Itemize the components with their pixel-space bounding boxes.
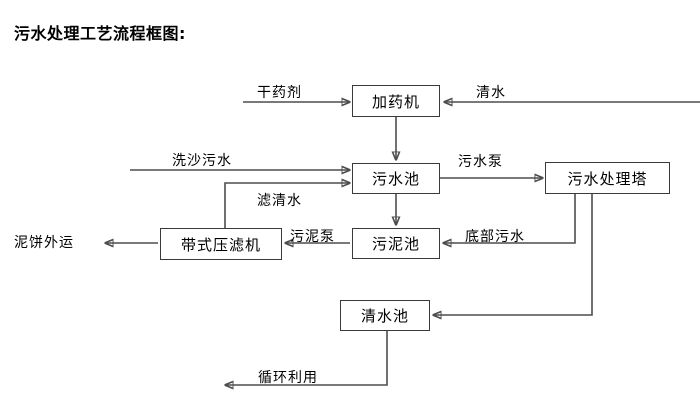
wire-tower-to-clear-water-pool bbox=[433, 194, 593, 315]
page-title: 污水处理工艺流程框图: bbox=[14, 24, 186, 43]
edge-label-sewage-pump: 污水泵 bbox=[458, 154, 503, 170]
edge-label-sludge-pump: 污泥泵 bbox=[290, 229, 335, 245]
node-sludge-pool[interactable]: 污泥池 bbox=[352, 228, 440, 259]
node-sewage-pool[interactable]: 污水池 bbox=[352, 163, 440, 194]
edge-label-sand-wash-sewage: 洗沙污水 bbox=[172, 153, 232, 169]
node-label: 污水池 bbox=[371, 170, 420, 188]
edge-label-clean-water: 清水 bbox=[476, 85, 506, 101]
edge-label-dry-reagent: 干药剂 bbox=[257, 85, 302, 101]
node-dosing-machine[interactable]: 加药机 bbox=[352, 85, 440, 117]
node-belt-filter-press[interactable]: 带式压滤机 bbox=[160, 228, 282, 260]
wire-tower-bottom-sewage-to-sludge-pool bbox=[443, 194, 576, 243]
node-treatment-tower[interactable]: 污水处理塔 bbox=[545, 162, 670, 194]
edge-label-mud-cake-transport: 泥饼外运 bbox=[14, 235, 74, 251]
node-label: 清水池 bbox=[360, 307, 409, 325]
node-label: 带式压滤机 bbox=[180, 235, 261, 254]
node-label: 污水处理塔 bbox=[567, 169, 648, 188]
node-clear-water-pool[interactable]: 清水池 bbox=[340, 300, 430, 331]
wire-filtrate-to-sewage-pool bbox=[224, 183, 350, 228]
edge-label-recycle-use: 循环利用 bbox=[258, 370, 318, 386]
edge-label-bottom-sewage: 底部污水 bbox=[465, 229, 525, 245]
node-label: 加药机 bbox=[371, 92, 420, 111]
node-label: 污泥池 bbox=[371, 235, 420, 253]
edge-label-filtrate-water: 滤清水 bbox=[257, 193, 302, 209]
wire-clear-water-recycle bbox=[225, 331, 388, 385]
